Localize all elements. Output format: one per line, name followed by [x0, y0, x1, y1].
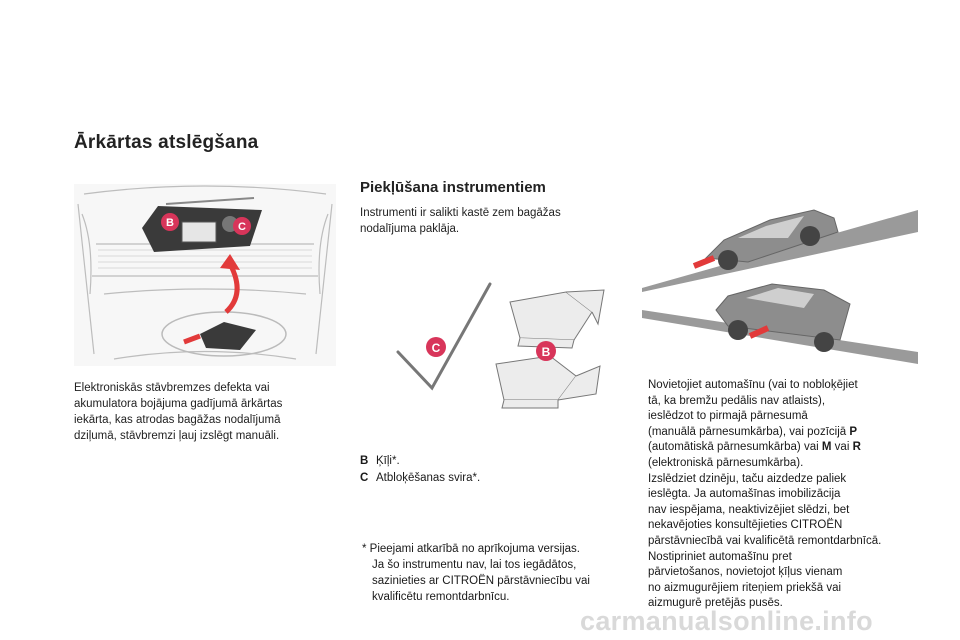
car-uphill [704, 209, 839, 270]
step3-line3: no aizmugurējiem riteņiem priekšā vai [648, 581, 842, 594]
label-c-tool-marker: C [426, 337, 446, 357]
step3-line1: Nostipriniet automašīnu pret [648, 550, 792, 563]
step-ignition: Izslēdziet dzinēju, taču aizdedze paliek… [618, 472, 918, 550]
wheel-chock-bottom [495, 355, 601, 409]
step1-line3: ieslēdzot to pirmajā pārnesumā [648, 410, 808, 423]
gear-p: P [849, 425, 858, 438]
spare-wheel-well [161, 311, 287, 357]
trunk-frame [77, 185, 333, 360]
footnote-line-3: sazinieties ar CITROËN pārstāvniecību va… [372, 575, 590, 587]
slope-illustration [642, 209, 918, 364]
step3-line4: aizmugurē pretējās pusēs. [648, 597, 783, 610]
legend-text-c: Atbloķēšanas svira*. [376, 472, 481, 484]
step1-line6: (elektroniskā pārnesumkārba). [648, 456, 804, 469]
step1-line5-or: vai [834, 441, 850, 454]
legend-key-c: C [360, 472, 369, 484]
legend-text-b: Ķīļi*. [376, 455, 400, 467]
instruction-steps: Novietojiet automašīnu (vai to nobloķēji… [618, 378, 918, 612]
step2-line2: ieslēgta. Ja automašīnas imobilizācija [648, 488, 841, 501]
step1-line5: (automātiskā pārnesumkārba) vai M vai R [648, 440, 918, 456]
footnote: * Pieejami atkarībā no aprīkojuma versij… [362, 541, 612, 605]
legend-row-b: B Ķīļi*. [360, 453, 480, 470]
gear-r: R [852, 441, 861, 454]
label-b-tool-marker: B [536, 341, 556, 361]
tool-label-b: B [542, 345, 551, 359]
footnote-line-4: kvalificētu remontdarbnīcu. [372, 591, 510, 603]
tools-illustration: C B [396, 282, 605, 409]
step1-line4: (manuālā pārnesumkārba), vai pozīcijā P [648, 425, 918, 441]
wheel-chock-top [509, 289, 605, 349]
step3-line2: pārvietošanos, novietojot ķīļus vienam [648, 566, 843, 579]
label-b-marker: B [161, 213, 179, 231]
watermark: carmanualsonline.info [580, 606, 873, 636]
left-text: Elektroniskās stāvbremzes defekta vai ak… [74, 382, 283, 442]
footnote-line-1: * Pieejami atkarībā no aprīkojuma versij… [362, 543, 580, 555]
tool-label-c: C [432, 341, 441, 355]
trunk-illustration: B C [74, 184, 336, 366]
label-b: B [166, 217, 174, 229]
upper-slope [642, 209, 918, 292]
step2-line3: nav iespējama, neaktivizējiet slēdzi, be… [648, 503, 850, 516]
step1-line4-text: (manuālā pārnesumkārba), vai pozīcijā [648, 425, 847, 438]
car-downhill [715, 283, 851, 352]
gear-m: M [821, 441, 832, 454]
step1-line2: tā, ka bremžu pedālis nav atlaists), [648, 394, 826, 407]
label-c-marker: C [233, 217, 251, 235]
step2-line4: nekavējoties konsultējieties CITROËN [648, 519, 843, 532]
footnote-line-2: Ja šo instrumentu nav, lai tos iegādātos… [372, 559, 577, 571]
step-chocks: Nostipriniet automašīnu pret pārvietošan… [618, 550, 918, 612]
step2-line5: pārstāvniecībā vai kvalificētā remontdar… [648, 534, 882, 547]
label-c: C [238, 221, 246, 233]
step2-line1: Izslēdziet dzinēju, taču aizdedze paliek [648, 472, 847, 485]
release-lever [396, 282, 492, 391]
legend-row-c: C Atbloķēšanas svira*. [360, 470, 480, 487]
step-park: Novietojiet automašīnu (vai to nobloķēji… [618, 378, 918, 472]
lower-slope [642, 283, 918, 364]
legend-key-b: B [360, 455, 369, 467]
section-intro: Instrumenti ir salikti kastē zem bagāžas… [360, 207, 561, 235]
step1-line1: Novietojiet automašīnu (vai to nobloķēji… [648, 379, 858, 391]
section-title: Piekļūšana instrumentiem [360, 179, 546, 196]
legend: B Ķīļi*. C Atbloķēšanas svira*. [360, 453, 480, 487]
page-title: Ārkārtas atslēgšana [74, 132, 259, 153]
step1-line5-text: (automātiskā pārnesumkārba) vai [648, 441, 819, 454]
